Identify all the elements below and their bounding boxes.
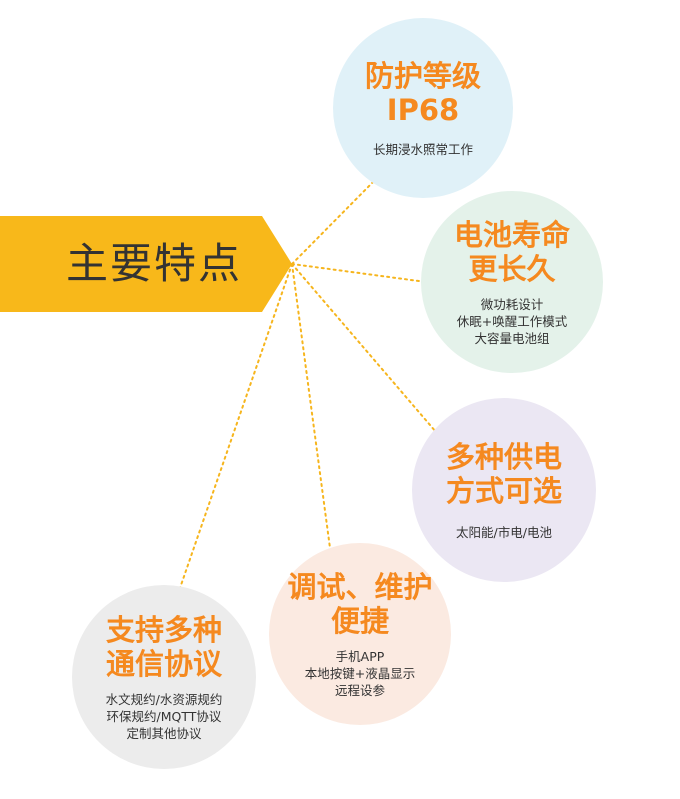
main-title: 主要特点 — [66, 239, 243, 288]
feature-protocol: 支持多种 通信协议 水文规约/水资源规约 环保规约/MQTT协议 定制其他协议 — [72, 585, 256, 769]
feature-maintenance-desc: 手机APP 本地按键+液晶显示 远程设参 — [304, 648, 416, 698]
connector-ip68 — [291, 179, 376, 265]
feature-battery-title: 电池寿命 更长久 — [453, 217, 570, 286]
feature-ip68: 防护等级 IP68 长期浸水照常工作 — [333, 18, 513, 198]
feature-protocol-title: 支持多种 通信协议 — [105, 612, 222, 681]
feature-power-title: 多种供电 方式可选 — [445, 439, 562, 508]
feature-power: 多种供电 方式可选 太阳能/市电/电池 — [412, 398, 596, 582]
connector-power — [291, 263, 437, 433]
feature-ip68-title: 防护等级 IP68 — [364, 58, 481, 127]
connector-battery — [291, 263, 427, 283]
feature-ip68-desc: 长期浸水照常工作 — [372, 141, 473, 157]
main-title-banner — [0, 216, 292, 312]
connector-protocol — [179, 263, 293, 589]
feature-maintenance: 调试、维护 便捷 手机APP 本地按键+液晶显示 远程设参 — [269, 543, 451, 725]
feature-battery-desc: 微功耗设计 休眠+唤醒工作模式 大容量电池组 — [456, 296, 568, 346]
feature-protocol-desc: 水文规约/水资源规约 环保规约/MQTT协议 定制其他协议 — [105, 691, 223, 741]
feature-battery: 电池寿命 更长久 微功耗设计 休眠+唤醒工作模式 大容量电池组 — [421, 191, 603, 373]
connector-maintenance — [291, 263, 331, 549]
feature-maintenance-title: 调试、维护 便捷 — [287, 569, 433, 638]
feature-power-desc: 太阳能/市电/电池 — [456, 524, 552, 540]
